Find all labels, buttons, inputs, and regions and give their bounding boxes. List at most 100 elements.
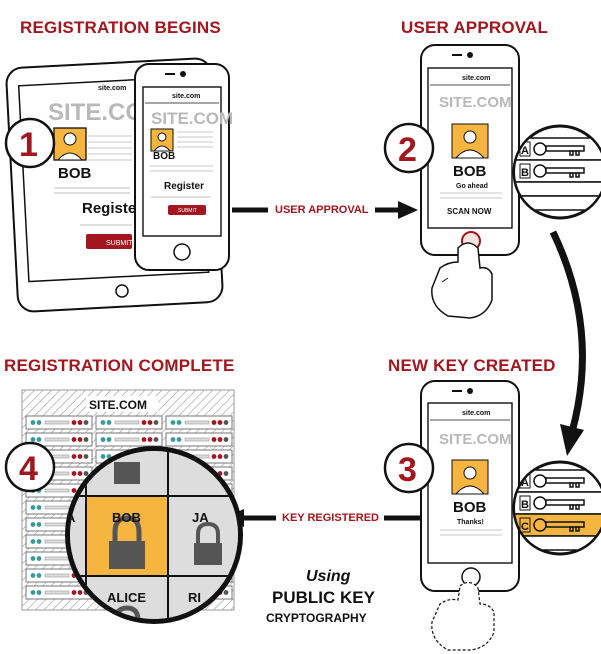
key-icon [533, 164, 585, 178]
server-led [141, 420, 147, 425]
server-led [71, 471, 77, 476]
step-number-4: 4 [19, 450, 38, 488]
key-slot-b-step2: B [521, 167, 529, 179]
key-icon [533, 142, 585, 156]
key-slot-c-step3: C [521, 521, 529, 533]
arrow-label-key-registered: KEY REGISTERED [282, 512, 379, 524]
server-led [77, 454, 83, 459]
heading-user-approval: USER APPROVAL [401, 18, 549, 37]
server-slot [44, 420, 70, 425]
key-slot-a-step3: A [521, 477, 529, 489]
server-led [100, 454, 106, 459]
phone2-action: SCAN NOW [447, 207, 492, 216]
phone2-site-name: SITE.COM [439, 94, 512, 111]
step-number-2: 2 [398, 131, 417, 169]
user-alice: ALICE [107, 590, 146, 605]
phone-step1: site.com SITE.COM BOB Register SUBMIT [134, 63, 233, 271]
phone1-submit-button [168, 205, 206, 215]
arrow-step2-to-step3 [549, 230, 586, 456]
server-led [71, 590, 77, 595]
server-led [83, 420, 89, 425]
server-led [106, 437, 112, 442]
server-led [223, 454, 229, 459]
user-ja: JA [192, 510, 209, 525]
server-led [100, 437, 106, 442]
server-slot [44, 590, 70, 595]
server-led [71, 454, 77, 459]
server-led [71, 420, 77, 425]
server-led [36, 505, 42, 510]
heading-registration-begins: REGISTRATION BEGINS [20, 18, 221, 37]
phone-step3: site.com SITE.COM BOB Thanks! [420, 380, 520, 592]
server-led [217, 437, 223, 442]
server-led [153, 420, 159, 425]
server-led [100, 420, 106, 425]
server-led [211, 420, 217, 425]
server-led [83, 471, 89, 476]
server-led [36, 556, 42, 561]
server-slot [184, 420, 210, 425]
server-slot [44, 437, 70, 442]
key-detail-step3: A B C [512, 460, 601, 556]
caption-line1: Using [306, 568, 351, 585]
server-slot [184, 437, 210, 442]
key-icon [533, 518, 585, 532]
server-led [30, 556, 36, 561]
user-a: A [66, 510, 76, 525]
server-slot [44, 488, 70, 493]
user-bob: BOB [112, 510, 141, 525]
phone1-site-name: SITE.COM [151, 109, 233, 128]
server-title: SITE.COM [89, 398, 147, 412]
server-led [36, 420, 42, 425]
tablet-submit-label: SUBMIT [106, 240, 133, 247]
server-led [77, 437, 83, 442]
server-led [211, 437, 217, 442]
server-led [36, 539, 42, 544]
server-led [141, 437, 147, 442]
server-led [36, 590, 42, 595]
caption: Using PUBLIC KEY CRYPTOGRAPHY [266, 568, 376, 625]
server-led [170, 437, 176, 442]
user-ri: RI [188, 590, 201, 605]
arrow-user-approval [232, 201, 418, 219]
server-led [30, 420, 36, 425]
phone3-message: Thanks! [457, 519, 484, 526]
server-led [71, 488, 77, 493]
server-slot [44, 505, 70, 510]
step-badge-2: 2 [383, 122, 435, 174]
phone3-site-name: SITE.COM [439, 431, 512, 448]
key-detail-step2: A B [512, 124, 601, 220]
server-led [217, 454, 223, 459]
server-led [77, 471, 83, 476]
arrow-label-user-approval: USER APPROVAL [275, 204, 369, 216]
server-led [153, 437, 159, 442]
step-badge-4: 4 [4, 441, 56, 493]
server-led [176, 437, 182, 442]
tablet-user-name: BOB [58, 165, 92, 182]
server-slot [44, 556, 70, 561]
server-led [36, 573, 42, 578]
finger-step3 [431, 581, 495, 651]
key-icon [533, 496, 585, 510]
step-number-3: 3 [398, 451, 417, 489]
caption-line3: CRYPTOGRAPHY [266, 611, 367, 625]
server-slot [44, 573, 70, 578]
step-number-1: 1 [19, 126, 38, 164]
step-badge-1: 1 [4, 117, 56, 169]
heading-registration-complete: REGISTRATION COMPLETE [4, 356, 235, 375]
server-led [36, 437, 42, 442]
phone2-message: Go ahead [456, 183, 488, 190]
padlock-icon [194, 521, 222, 565]
key-slot-b-step3: B [521, 499, 529, 511]
server-led [211, 454, 217, 459]
server-slot [114, 420, 140, 425]
server-led [223, 420, 229, 425]
server-led [223, 471, 229, 476]
heading-new-key-created: NEW KEY CREATED [388, 356, 556, 375]
finger-step2 [431, 242, 493, 319]
server-led [36, 522, 42, 527]
tablet-text-lines [88, 135, 132, 161]
tablet-register-title: Register [82, 200, 142, 217]
padlock-icon [109, 515, 145, 569]
server-led [106, 420, 112, 425]
